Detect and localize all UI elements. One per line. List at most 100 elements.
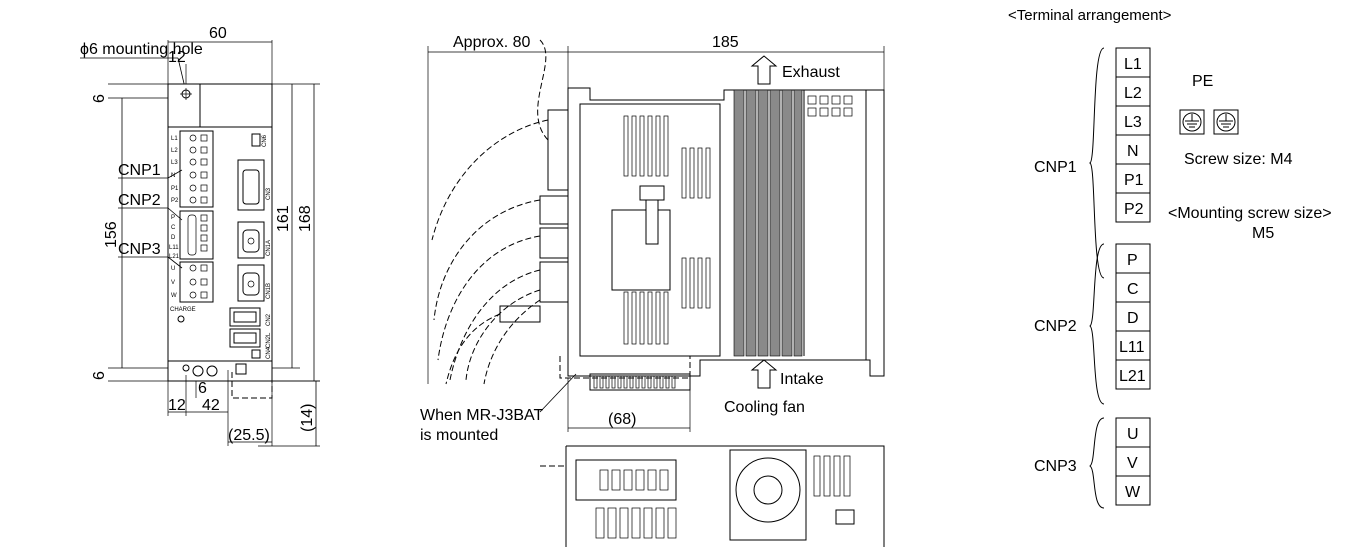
ta-pin: N [1127, 143, 1139, 160]
pin-label: L21 [169, 254, 180, 260]
pin-label: N [171, 173, 175, 179]
side-view: Approx. 80 185 Exhaust [420, 34, 885, 444]
charge-lamp-icon [177, 315, 185, 323]
ta-cnp3-label: CNP3 [1034, 458, 1077, 475]
pin-label: U [171, 266, 175, 272]
cable-connector [539, 195, 569, 225]
cn6-connector [251, 133, 261, 147]
cable-dashed [431, 119, 549, 241]
side-body-outline [567, 87, 885, 377]
cable-connector [547, 109, 569, 191]
ta-cnp1-pins: L1 L2 L3 N P1 P2 [1115, 47, 1151, 223]
dim-68: (68) [608, 411, 636, 428]
pin-label: V [171, 280, 175, 286]
bottom-block [575, 459, 677, 501]
mounting-hole-label: ϕ6 mounting hole [80, 41, 203, 58]
leader [167, 169, 183, 179]
dim-approx-80: Approx. 80 [453, 34, 530, 51]
ta-pin: L3 [1124, 114, 1142, 131]
charge-label: CHARGE [170, 307, 196, 313]
cable-connector [539, 227, 569, 259]
cn3-socket [242, 169, 260, 205]
ta-cnp2-pins: P C D L11 L21 [1115, 243, 1151, 390]
bottom-outline [566, 445, 885, 547]
cable-dashed [433, 199, 541, 321]
cn1a-label: CN1A [266, 240, 272, 256]
pin-label: L3 [171, 160, 178, 166]
ta-pin: D [1127, 310, 1139, 327]
fan-hub [753, 475, 783, 505]
ta-cnp1-brace [1088, 47, 1105, 279]
ta-pin: W [1125, 484, 1141, 501]
encoder-connector [499, 305, 541, 323]
cnp2-connector [179, 210, 214, 260]
cooling-fan-label: Cooling fan [724, 399, 805, 416]
ta-cnp3-brace [1089, 417, 1105, 509]
side-center-block [611, 209, 671, 291]
dim-6-bottom-h: 6 [198, 380, 207, 397]
ta-pin: P2 [1124, 201, 1144, 218]
cn2-socket [233, 311, 257, 323]
dim-185: 185 [712, 34, 739, 51]
cable-dashed [437, 235, 541, 361]
leader [167, 256, 183, 269]
cn1b-socket [242, 272, 260, 296]
pin-label: P [171, 215, 175, 221]
pin-label: P2 [171, 198, 179, 204]
exhaust-label: Exhaust [782, 64, 840, 81]
ta-cnp1-label: CNP1 [1034, 159, 1077, 176]
cnp1-label: CNP1 [118, 162, 161, 179]
pin-label: W [171, 293, 177, 299]
leader [539, 373, 577, 413]
dim-6-bottom: 6 [91, 371, 108, 380]
cable-connector [539, 261, 569, 303]
cnp3-label: CNP3 [118, 241, 161, 258]
pin-label: P1 [171, 186, 179, 192]
dim-12-top: 12 [168, 49, 186, 66]
pin-label: D [171, 235, 176, 241]
pin-label: L1 [171, 136, 178, 142]
cooling-fan-icon [735, 457, 801, 523]
intake-label: Intake [780, 371, 824, 388]
cable-dashed [465, 289, 541, 381]
ta-pin: L21 [1119, 368, 1146, 385]
ta-pin: U [1127, 426, 1139, 443]
cn3-label: CN3 [266, 187, 272, 200]
ta-cnp3-pins: U V W [1115, 417, 1151, 506]
cable-dashed [483, 299, 541, 385]
ground-screw-icon [206, 365, 218, 377]
pin-label: C [171, 225, 176, 231]
cable-dashed [537, 39, 549, 141]
pin-label: L2 [171, 148, 178, 154]
dim-156: 156 [103, 221, 120, 248]
ta-cnp2-brace [1089, 243, 1105, 405]
ta-pin: C [1127, 281, 1139, 298]
ta-pin: L11 [1119, 339, 1145, 356]
battery-ribs [593, 375, 676, 389]
bottom-terminal [235, 363, 247, 375]
cn1b-screw [247, 280, 255, 288]
intake-arrow-icon [750, 359, 778, 389]
cnp1-connector [179, 130, 214, 208]
dim-42: 42 [202, 397, 220, 414]
vent-slots [623, 115, 711, 345]
ta-pin: L2 [1124, 85, 1142, 102]
dim-161: 161 [275, 205, 292, 232]
leader [167, 207, 183, 221]
dim-168: 168 [297, 205, 314, 232]
pe-ground-icon [1179, 109, 1205, 135]
exhaust-arrow-icon [750, 55, 778, 85]
cn2l-label: CN2L [266, 332, 272, 348]
terminal-arrangement-title: <Terminal arrangement> [1008, 7, 1172, 24]
battery-outline [559, 356, 691, 379]
fan-fins [813, 455, 851, 497]
cnp3-connector [179, 261, 214, 303]
cn4-connector [251, 349, 261, 359]
ta-cnp2-label: CNP2 [1034, 318, 1077, 335]
cooling-fan-frame [729, 449, 807, 541]
cnp2-label: CNP2 [118, 192, 161, 209]
cable-dashed [449, 269, 541, 381]
cn4-label: CN4 [266, 346, 272, 359]
dim-14: (14) [299, 404, 316, 432]
